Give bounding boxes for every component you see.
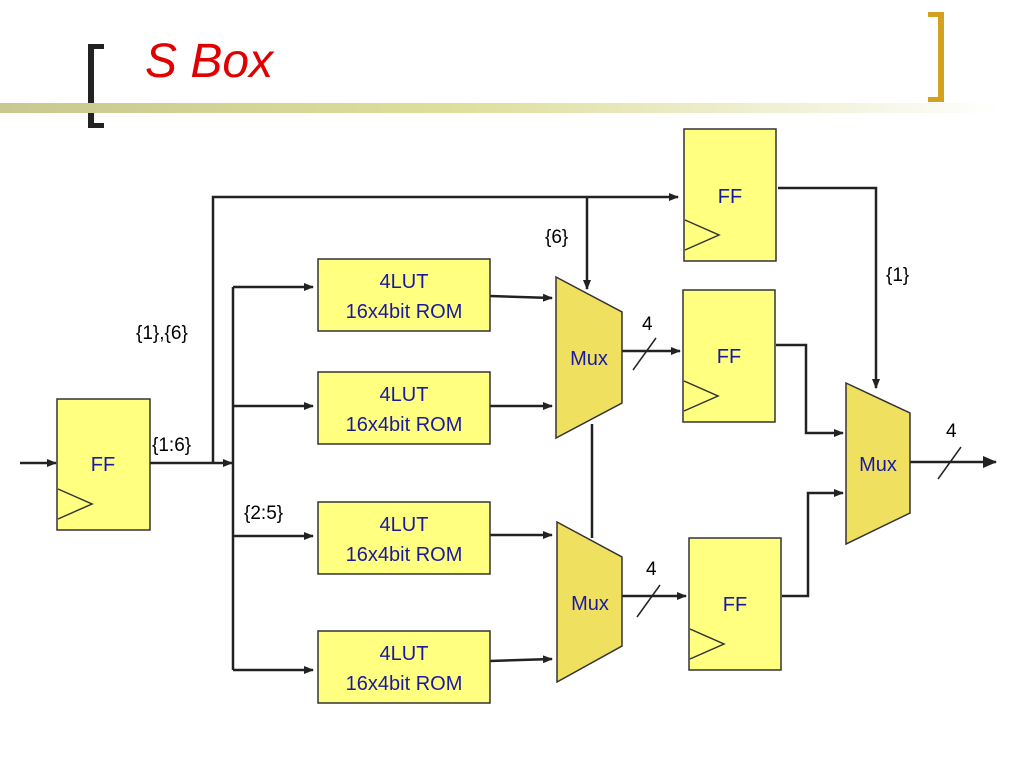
wire-rom4-out — [489, 655, 553, 664]
ff-top-label: FF — [718, 186, 742, 208]
mux-lower: Mux — [556, 520, 623, 684]
clock-triangle-icon — [684, 219, 721, 251]
wire-rom1-out — [489, 293, 553, 302]
mux-output: Mux — [845, 381, 911, 546]
wire-bit1-to-mux — [778, 186, 880, 389]
rom-4-line1: 4LUT — [380, 643, 429, 665]
ff-input-block: FF — [56, 398, 151, 531]
rom-2-line1: 4LUT — [380, 384, 429, 406]
rom-block-1: 4LUT 16x4bit ROM — [317, 258, 491, 332]
clock-triangle-icon — [689, 628, 726, 660]
wire-ff-bottom-to-mux — [782, 489, 844, 598]
label-bits-2-5: {2:5} — [244, 503, 283, 524]
bus-width-slashes — [632, 337, 962, 618]
rom-block-3: 4LUT 16x4bit ROM — [317, 501, 491, 575]
wire-ff-mid-to-mux — [776, 343, 844, 437]
label-bit-1: {1} — [886, 265, 909, 286]
label-bits-1-and-6: {1},{6} — [136, 323, 188, 344]
ff-mid-block: FF — [682, 289, 776, 423]
wire-bits-1-6-to-ff — [211, 193, 679, 463]
ff-mid-label: FF — [717, 346, 741, 368]
ff-input-label: FF — [91, 454, 115, 476]
slide-title: S Box — [145, 35, 274, 88]
left-bracket-decoration — [88, 44, 104, 128]
rom-block-2: 4LUT 16x4bit ROM — [317, 371, 491, 445]
mux-upper: Mux — [555, 275, 623, 440]
ff-bottom-label: FF — [723, 594, 747, 616]
wires — [20, 186, 997, 674]
label-width-4-lower: 4 — [646, 559, 657, 580]
ff-top-block: FF — [683, 128, 777, 262]
label-width-4-upper: 4 — [642, 314, 653, 335]
clock-triangle-icon — [683, 380, 720, 412]
right-bracket-decoration — [928, 12, 944, 102]
rom-2-line2: 16x4bit ROM — [346, 414, 463, 436]
mux-upper-label: Mux — [570, 348, 608, 370]
label-bit-6: {6} — [545, 227, 568, 248]
rom-1-line2: 16x4bit ROM — [346, 301, 463, 323]
title-underline-rule — [0, 103, 1000, 113]
label-width-4-output: 4 — [946, 421, 957, 442]
ff-bottom-block: FF — [688, 537, 782, 671]
rom-3-line1: 4LUT — [380, 514, 429, 536]
clock-triangle-icon — [57, 488, 94, 520]
rom-1-line1: 4LUT — [380, 271, 429, 293]
rom-3-line2: 16x4bit ROM — [346, 544, 463, 566]
rom-4-line2: 16x4bit ROM — [346, 673, 463, 695]
label-bits-1-6-range: {1:6} — [152, 435, 191, 456]
mux-lower-label: Mux — [571, 593, 609, 615]
rom-block-4: 4LUT 16x4bit ROM — [317, 630, 491, 704]
mux-output-label: Mux — [859, 454, 897, 476]
